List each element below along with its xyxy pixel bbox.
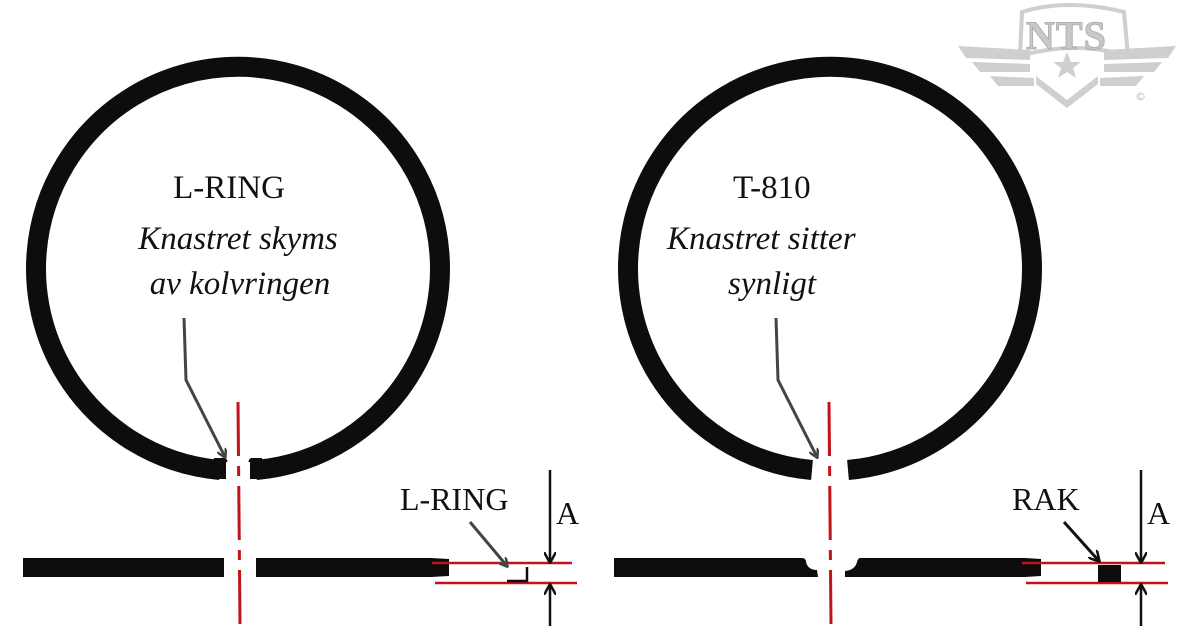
right-ring-top-view: [618, 56, 1042, 490]
right-ring-note-line1: Knastret sitter: [667, 221, 856, 257]
left-detail-label: L-RING: [400, 481, 509, 517]
right-ring-title: T-810: [733, 170, 811, 206]
left-ring-title: L-RING: [173, 170, 285, 206]
right-ring-note-line2: synligt: [728, 266, 816, 302]
logo-text: NTS: [1026, 13, 1107, 59]
left-dimension-label: A: [556, 495, 580, 531]
right-dimension-label: A: [1147, 495, 1171, 531]
right-centerline: [827, 401, 833, 625]
right-detail-label: RAK: [1012, 481, 1080, 517]
right-ring-cross-section: [614, 470, 1168, 626]
right-leader-arrow: [774, 317, 817, 457]
left-ring-note-line1: Knastret skyms: [138, 221, 338, 257]
nts-logo-emblem: [958, 3, 1176, 108]
left-ring-cross-section: [23, 470, 577, 626]
copyright-symbol: ©: [1135, 90, 1146, 103]
left-centerline: [236, 401, 242, 625]
left-leader-arrow: [182, 317, 225, 457]
left-ring-note-line2: av kolvringen: [149, 266, 331, 302]
